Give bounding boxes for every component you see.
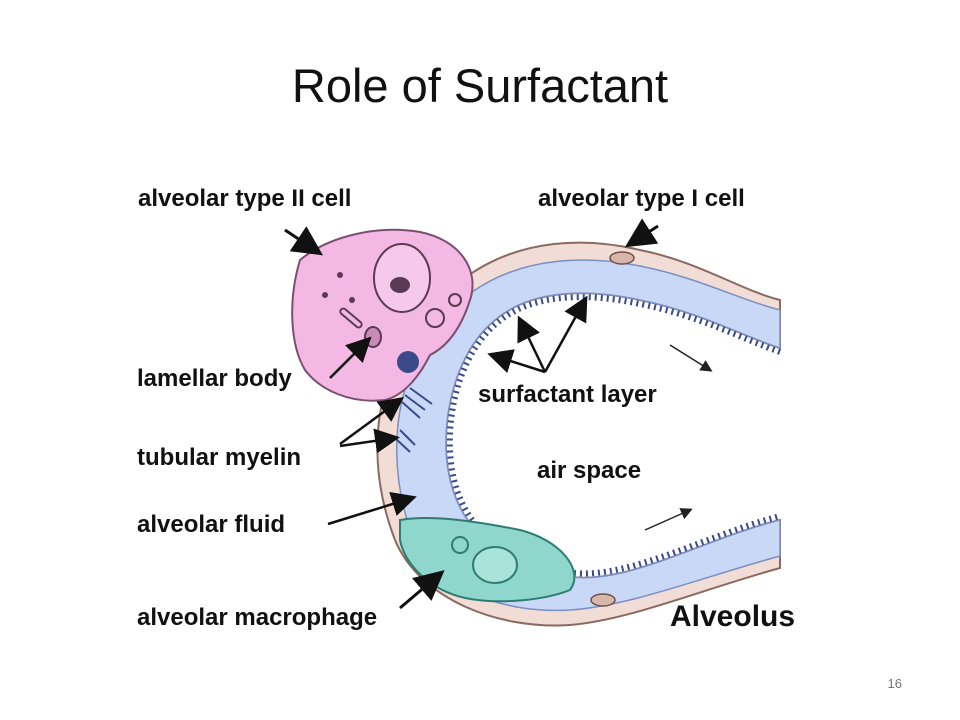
pointer-type2 [284,226,323,256]
flow-arrow [644,508,693,531]
organelle [322,292,328,298]
label-type2-cell: alveolar type II cell [138,185,351,212]
organelle [337,272,343,278]
label-air-space: air space [537,457,641,484]
nucleolus [390,277,410,293]
secreted-lamellar-body [397,351,419,373]
pointer-fluid [327,491,417,526]
type1-nucleus [609,251,635,265]
label-alveolus: Alveolus [670,600,795,633]
pointer-surfactant-3 [543,295,588,373]
phagosome [451,536,469,554]
pointer-surfactant-1 [487,349,546,374]
vesicle [425,308,445,328]
lamellar-body-shape [364,326,382,348]
flow-arrow [669,344,713,372]
pointer-type1 [624,218,659,248]
macrophage-nucleus [472,546,518,584]
pointer-myelin-2 [339,428,400,454]
page-number: 16 [887,676,902,691]
label-alveolar-fluid: alveolar fluid [137,511,285,538]
type1-nucleus [590,593,616,607]
label-lamellar-body: lamellar body [137,365,292,392]
pointer-lamellar [329,336,372,379]
pointer-surfactant-2 [517,315,547,373]
slide-title: Role of Surfactant [291,59,669,112]
label-macrophage: alveolar macrophage [137,604,377,631]
label-tubular-myelin: tubular myelin [137,444,301,471]
pointer-myelin-1 [339,397,405,446]
label-type1-cell: alveolar type I cell [538,185,745,212]
label-surfactant-layer: surfactant layer [478,381,657,408]
organelle [339,307,363,329]
vesicle [448,293,462,307]
pointer-macrophage [399,570,445,610]
organelle [349,297,355,303]
